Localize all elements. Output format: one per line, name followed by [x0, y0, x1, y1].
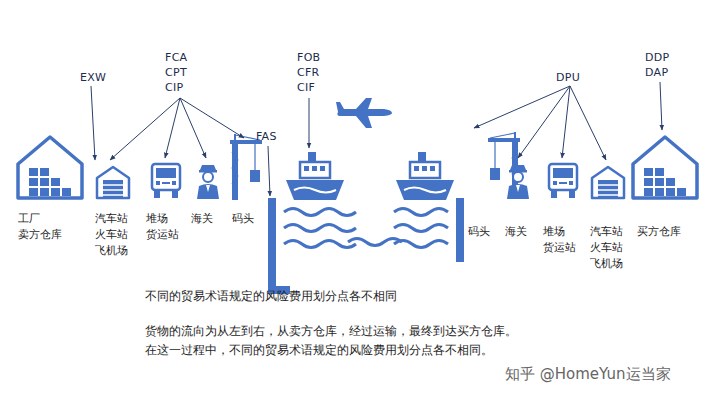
place-label: 汽车站 火车站 飞机场	[590, 224, 630, 272]
incoterm: FCA	[165, 50, 187, 66]
incoterm: FAS	[256, 129, 277, 145]
incoterm: DAP	[645, 65, 668, 81]
buyer-warehouse-icon	[633, 137, 697, 198]
seller-warehouse-icon	[18, 137, 82, 198]
incoterm: DPU	[556, 70, 580, 86]
place-label: 海关	[191, 211, 213, 227]
place-label: 堆场 货运站	[543, 224, 583, 256]
place-label: 买方仓库	[637, 224, 681, 240]
dock-wall	[456, 198, 464, 262]
leader-lines	[91, 82, 662, 196]
incoterm: CPT	[165, 65, 187, 81]
place-label: 工厂 卖方仓库	[18, 211, 69, 243]
watermark: 知乎 @HomeYun运当家	[505, 364, 671, 386]
incoterm: CIF	[297, 80, 315, 96]
incoterm: EXW	[80, 70, 106, 86]
truck-icon	[549, 164, 577, 198]
incoterm: DDP	[645, 50, 669, 66]
incoterm: CFR	[297, 65, 320, 81]
place-label: 码头	[232, 211, 254, 227]
plane-icon	[336, 98, 392, 128]
caption: 货物的流向为从左到右，从卖方仓库，经过运输，最终到达买方仓库。在这一过程中，不同…	[145, 322, 585, 359]
ship-icon	[396, 152, 454, 200]
customs-icon	[507, 165, 529, 199]
place-label: 码头	[468, 224, 490, 240]
station-icon	[97, 167, 129, 198]
incoterm: CIP	[165, 80, 183, 96]
place-label: 汽车站 火车站 飞机场	[95, 211, 135, 259]
crane-icon	[230, 134, 262, 200]
dock-wall	[268, 198, 290, 294]
place-label: 堆场 货运站	[146, 211, 186, 243]
water-waves	[284, 209, 448, 248]
truck-icon	[152, 164, 180, 198]
place-label: 海关	[505, 224, 527, 240]
customs-icon	[197, 165, 219, 199]
incoterm: FOB	[297, 50, 320, 66]
ship-icon	[286, 152, 344, 200]
station-icon	[592, 167, 624, 198]
heading: 不同的贸易术语规定的风险费用划分点各不相同	[145, 288, 397, 305]
